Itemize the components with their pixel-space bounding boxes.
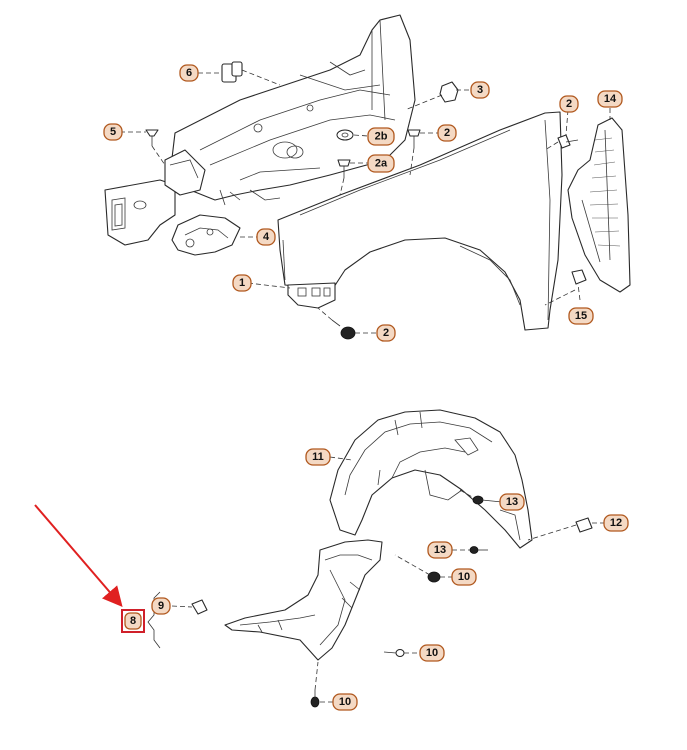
clip-part-6	[221, 61, 243, 83]
leader-lines-lower	[171, 456, 605, 703]
callout-9-label: 9	[158, 600, 164, 612]
fender-seal	[567, 117, 631, 293]
callout-5-label: 5	[110, 126, 116, 138]
group-bracket-part-8	[147, 591, 161, 649]
callout-10-lower[interactable]: 10	[332, 693, 358, 711]
bolt-part-10-upper	[427, 571, 441, 583]
clip-part-3	[439, 81, 459, 103]
bolt-part-2b	[336, 129, 354, 141]
nut-part-15	[571, 269, 587, 285]
fender-support-bracket	[171, 214, 241, 256]
callout-6-label: 6	[186, 67, 192, 79]
bolt-part-13-upper	[472, 495, 503, 505]
callout-2-bottom-label: 2	[383, 327, 389, 339]
callout-5[interactable]: 5	[103, 123, 123, 141]
callout-13-upper-label: 13	[506, 496, 518, 508]
callout-8-highlighted[interactable]: 8	[121, 609, 145, 633]
callout-10-upper[interactable]: 10	[451, 568, 477, 586]
callout-2-top-label: 2	[566, 98, 572, 110]
front-body-structure	[169, 14, 416, 206]
callout-2-mid-label: 2	[444, 127, 450, 139]
callout-13-lower-label: 13	[434, 544, 446, 556]
callout-1-label: 1	[239, 277, 245, 289]
wheelhouse-liner-rear	[329, 409, 533, 549]
callout-12-label: 12	[610, 517, 622, 529]
callout-8-label: 8	[130, 615, 136, 627]
callout-11-label: 11	[312, 451, 324, 463]
callout-10-upper-label: 10	[458, 571, 470, 583]
front-fender	[277, 111, 563, 331]
callout-1[interactable]: 1	[232, 274, 252, 292]
callout-10-middle-label: 10	[426, 647, 438, 659]
callout-12[interactable]: 12	[603, 514, 629, 532]
red-pointer-arrow	[34, 504, 123, 608]
wheelhouse-liner-front	[224, 539, 383, 661]
callout-2-mid[interactable]: 2	[437, 124, 457, 142]
callout-9[interactable]: 9	[151, 597, 171, 615]
bolt-part-2a	[337, 159, 351, 178]
callout-3-label: 3	[477, 84, 483, 96]
leader-lines-upper	[120, 69, 611, 334]
callout-6[interactable]: 6	[179, 64, 199, 82]
callout-4[interactable]: 4	[256, 228, 276, 246]
clip-part-9	[191, 599, 208, 615]
callout-10-middle[interactable]: 10	[419, 644, 445, 662]
callout-2a-label: 2a	[375, 158, 388, 170]
callout-2b[interactable]: 2b	[367, 127, 395, 146]
bolt-part-10-middle	[383, 649, 405, 657]
callout-14-label: 14	[604, 93, 617, 105]
callout-2-top[interactable]: 2	[559, 95, 579, 113]
frame-rail-bracket	[104, 149, 206, 246]
callout-3[interactable]: 3	[470, 81, 490, 99]
callout-15[interactable]: 15	[568, 307, 594, 325]
callout-13-upper[interactable]: 13	[499, 493, 525, 511]
callout-2a[interactable]: 2a	[367, 154, 395, 173]
callout-14[interactable]: 14	[597, 90, 623, 108]
callout-2-bottom[interactable]: 2	[376, 324, 396, 342]
bolt-part-2-mid	[407, 129, 421, 148]
callout-13-lower[interactable]: 13	[427, 541, 453, 559]
callout-2b-label: 2b	[375, 131, 388, 143]
callout-4-label: 4	[263, 231, 270, 243]
callout-15-label: 15	[575, 310, 587, 322]
callout-10-lower-label: 10	[339, 696, 351, 708]
nut-part-12	[575, 517, 593, 533]
callout-11[interactable]: 11	[305, 448, 331, 466]
bolt-part-2-bottom	[331, 319, 356, 340]
bolt-part-10-lower	[310, 690, 320, 708]
bolt-part-13-lower	[469, 546, 488, 554]
push-pin-part-5	[145, 129, 159, 146]
bolt-part-2-top	[557, 134, 579, 149]
